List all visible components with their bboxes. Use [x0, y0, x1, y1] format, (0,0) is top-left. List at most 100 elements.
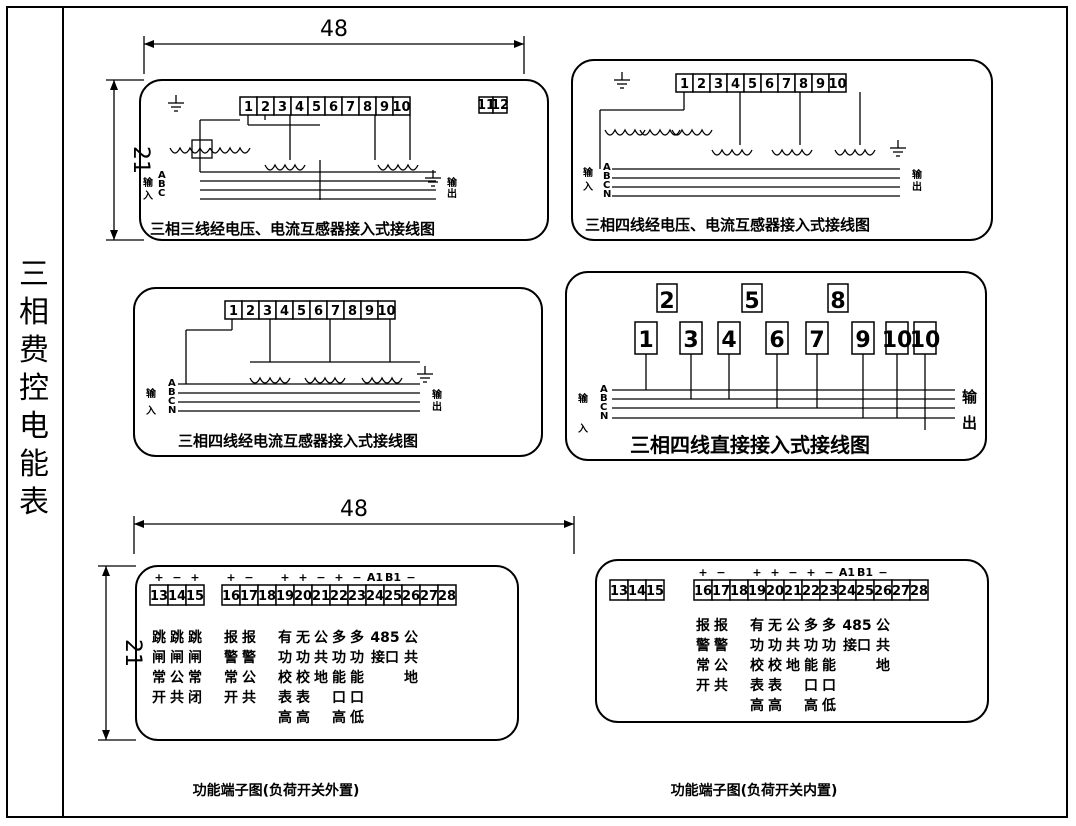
- function-text: 开: [696, 678, 710, 694]
- caption: 三相三线经电压、电流互感器接入式接线图: [150, 220, 435, 238]
- function-text: 警: [242, 649, 256, 666]
- arrow-head: [514, 40, 524, 48]
- terminal-number: 4: [280, 304, 289, 319]
- terminal-number: 15: [646, 584, 664, 599]
- phase-label: C: [168, 396, 175, 407]
- phase-label: N: [600, 411, 608, 422]
- function-text: 接口: [843, 637, 871, 654]
- function-text: 闭: [188, 689, 202, 706]
- arrow-head: [102, 730, 110, 740]
- output-word: 出: [447, 187, 457, 200]
- terminal-number: 11: [477, 98, 495, 113]
- function-text: 警: [224, 649, 238, 666]
- terminal-number: 9: [365, 304, 374, 319]
- caption: 三相四线经电压、电流互感器接入式接线图: [585, 216, 870, 234]
- function-text: 功: [768, 638, 782, 654]
- arrow-head: [110, 230, 118, 240]
- ct-coil: [671, 128, 713, 136]
- polarity-mark: +: [154, 571, 163, 584]
- function-text: 表: [749, 677, 765, 694]
- polarity-mark: +: [806, 566, 815, 579]
- input-word: 入: [146, 405, 156, 417]
- function-text: 跳: [152, 629, 166, 646]
- terminal-number: 7: [782, 77, 791, 92]
- function-text: 地: [786, 657, 800, 674]
- terminal-number: 2: [697, 77, 706, 92]
- function-text: 警: [714, 637, 728, 654]
- terminal-number: 4: [721, 328, 736, 353]
- ct-coil: [604, 128, 646, 136]
- terminal-number: 21: [312, 589, 330, 604]
- phase-label: C: [600, 402, 607, 413]
- phase-label: A: [168, 378, 176, 389]
- terminal-number: 18: [258, 589, 276, 604]
- function-text: 功: [750, 638, 764, 654]
- terminal-number: 3: [714, 77, 723, 92]
- arrow-head: [134, 520, 144, 528]
- terminal-number: 24: [366, 589, 384, 604]
- arrow-head: [102, 566, 110, 576]
- polarity-mark: A1: [839, 566, 855, 579]
- terminal-number: 25: [856, 584, 874, 599]
- polarity-mark: −: [824, 566, 833, 579]
- terminal-number: 10: [377, 304, 395, 319]
- vt-box: [191, 139, 213, 159]
- function-text: 功: [296, 650, 310, 666]
- function-text: 共: [714, 677, 728, 694]
- input-word: 入: [143, 190, 153, 202]
- terminal-box: [741, 283, 763, 313]
- side-title-char: 电: [19, 409, 49, 444]
- ct-coil: [377, 163, 419, 171]
- polarity-mark: +: [698, 566, 707, 579]
- polarity-mark: −: [406, 571, 415, 584]
- terminal-number: 28: [910, 584, 928, 599]
- sidebar: 三相费控电能表: [6, 6, 64, 818]
- function-text: 高: [278, 709, 292, 726]
- output-word: 输: [447, 176, 458, 189]
- terminal-number: 18: [730, 584, 748, 599]
- function-text: 常: [152, 669, 166, 686]
- side-title-char: 相: [19, 295, 49, 330]
- input-word: 入: [583, 181, 593, 193]
- terminal-number: 17: [712, 584, 730, 599]
- terminal-number: 10: [882, 328, 913, 353]
- polarity-mark: +: [298, 571, 307, 584]
- function-text: 有: [278, 629, 292, 646]
- function-text: 地: [876, 657, 890, 674]
- input-word: 输: [578, 392, 589, 405]
- function-text: 共: [876, 637, 890, 654]
- function-text: 多: [332, 629, 346, 646]
- function-text: 跳: [188, 629, 202, 646]
- terminal-number: 1: [244, 100, 253, 115]
- terminal-number: 1: [680, 77, 689, 92]
- output-word: 输: [962, 388, 978, 406]
- function-text: 高: [750, 697, 764, 714]
- ct-coil: [169, 146, 211, 154]
- function-text: 常: [188, 669, 202, 686]
- terminal-box: [437, 584, 457, 606]
- terminal-number: 6: [769, 328, 784, 353]
- function-text: 公: [242, 670, 256, 686]
- function-text: 警: [696, 637, 710, 654]
- function-text: 表: [767, 677, 783, 694]
- function-text: 多: [822, 617, 836, 634]
- polarity-mark: −: [316, 571, 325, 584]
- terminal-number: 3: [263, 304, 272, 319]
- terminal-number: 2: [261, 100, 270, 115]
- function-text: 开: [224, 690, 238, 706]
- ct-coil: [304, 376, 346, 384]
- function-text: 常: [696, 657, 710, 674]
- terminal-box: [185, 584, 205, 606]
- terminal-number: 5: [748, 77, 757, 92]
- dimension-width: 48: [320, 17, 348, 42]
- ct-coil: [771, 148, 813, 156]
- terminal-box: [392, 96, 411, 116]
- function-text: 能: [822, 657, 836, 674]
- terminal-number: 15: [186, 589, 204, 604]
- phase-label: C: [603, 180, 610, 191]
- terminal-box: [828, 73, 847, 93]
- diagram-outline: [139, 79, 549, 241]
- output-word: 输: [912, 168, 923, 181]
